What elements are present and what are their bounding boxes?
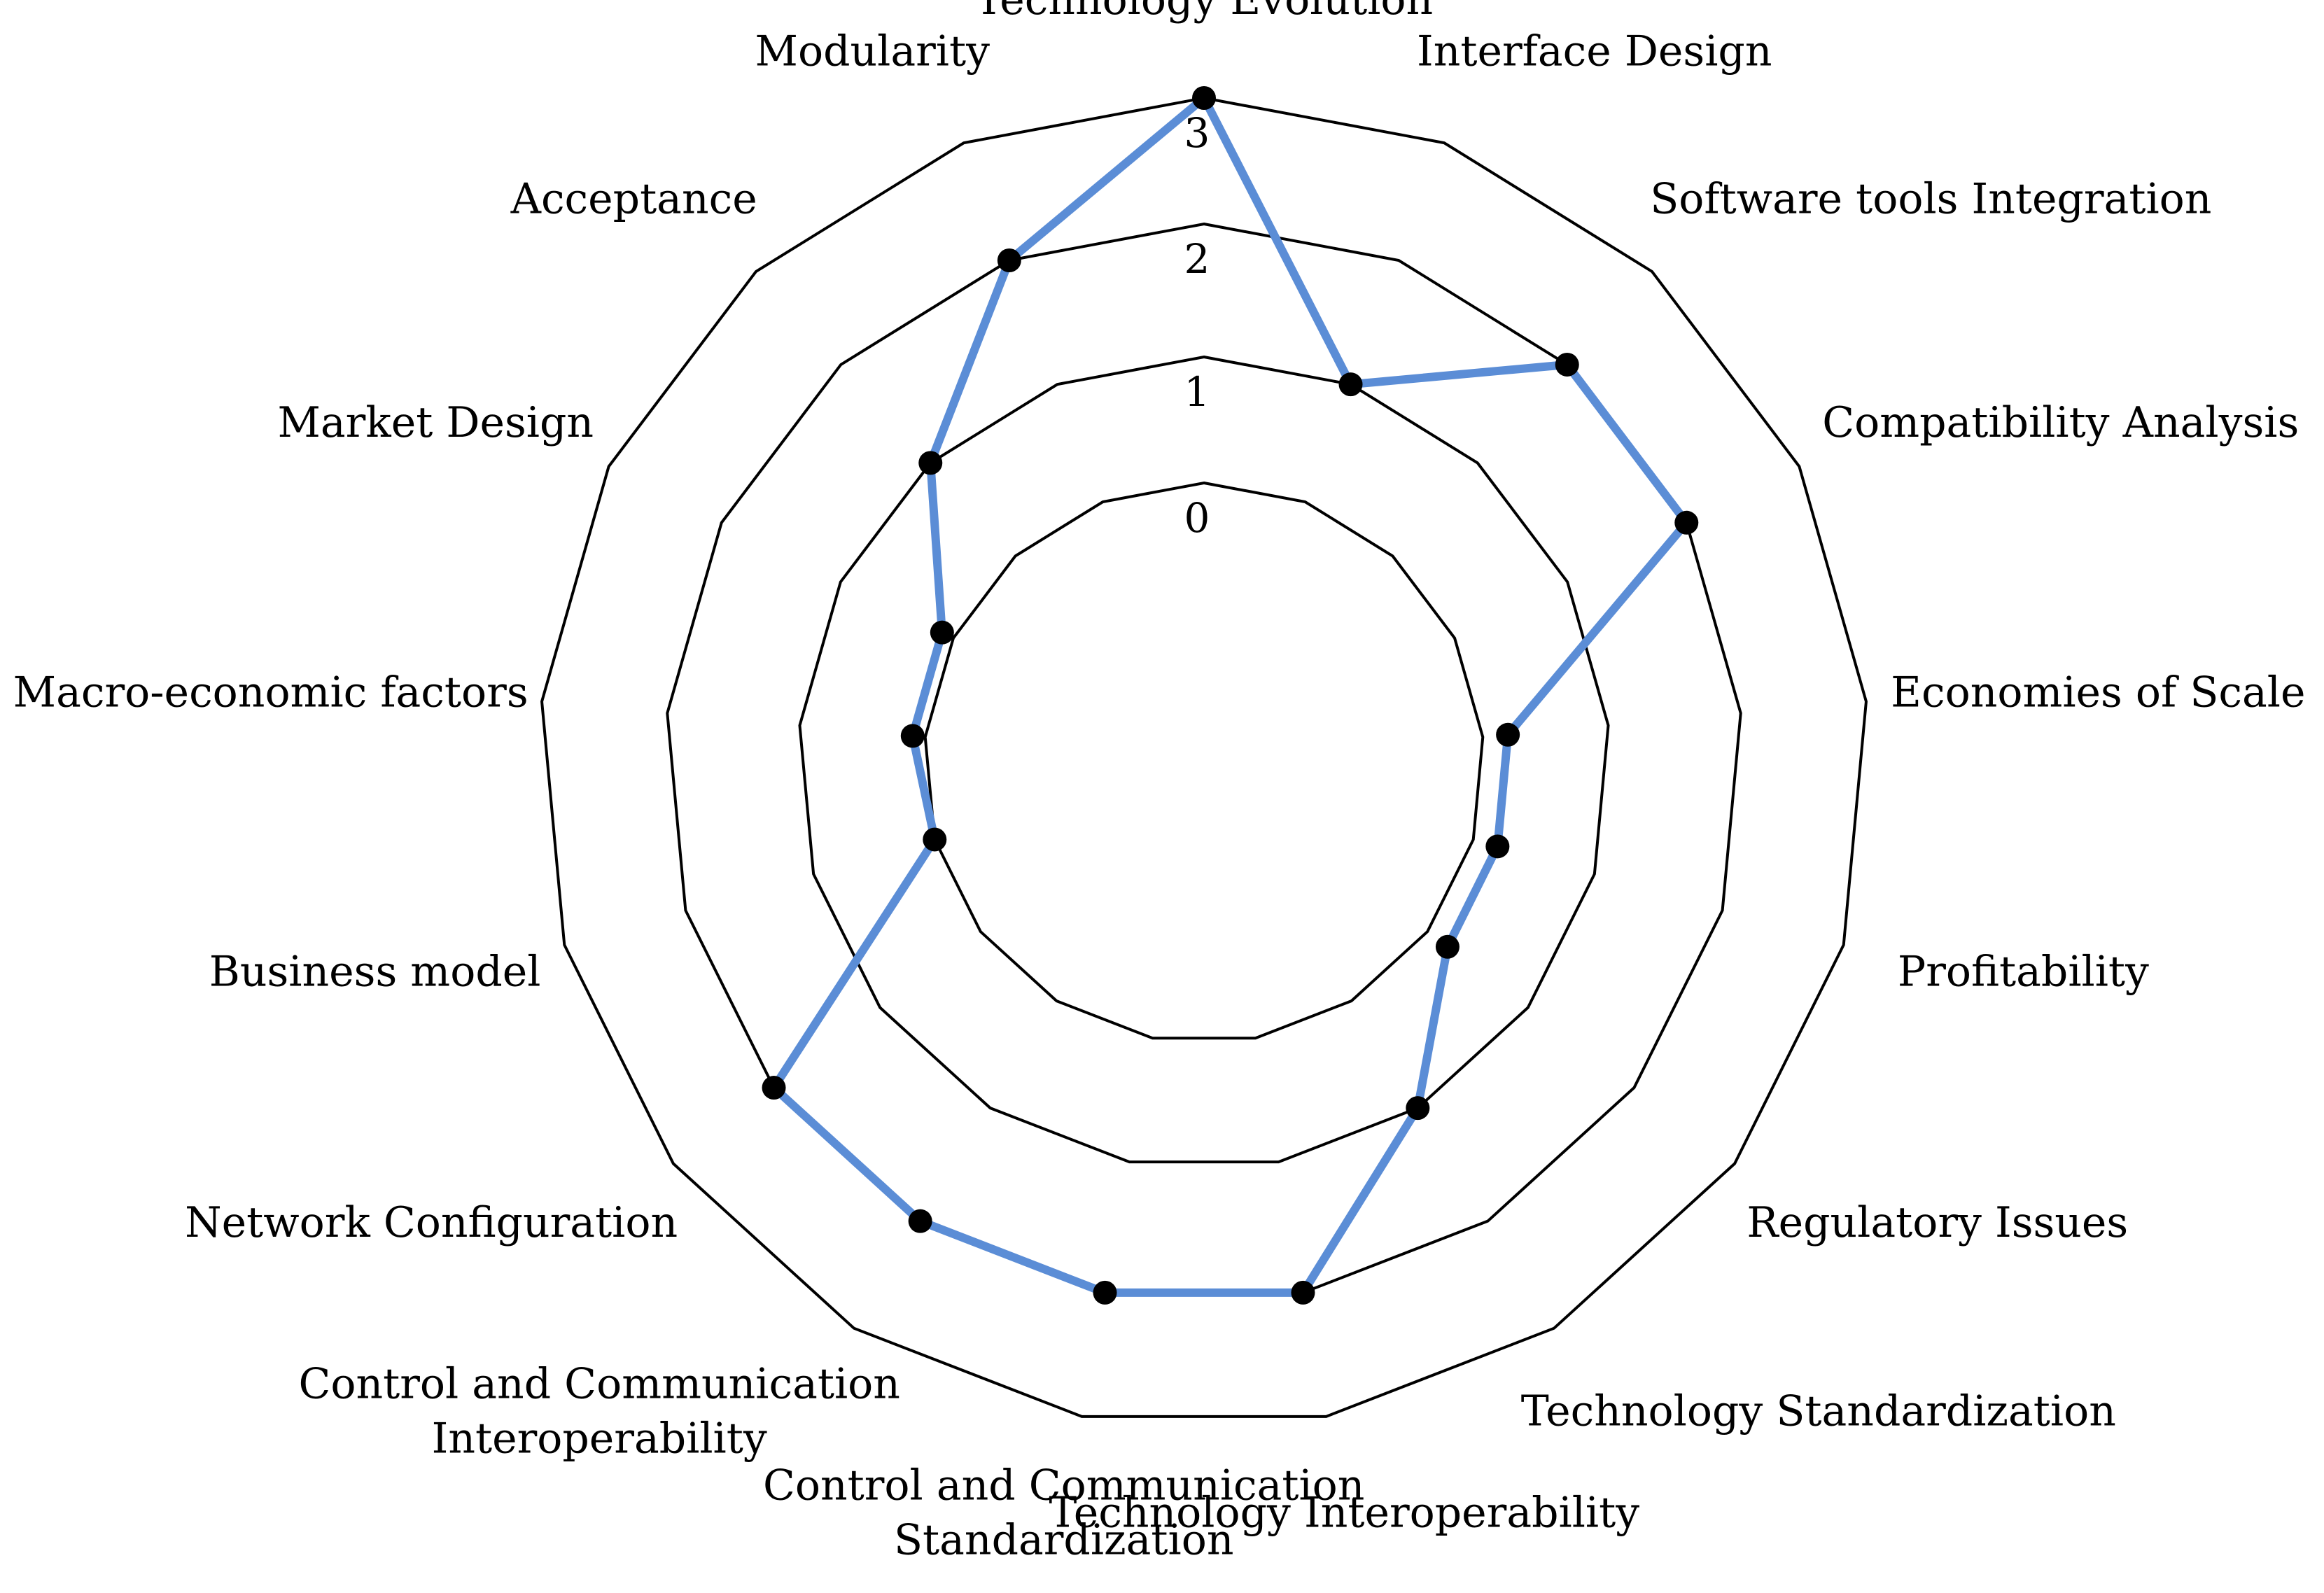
category-label-line: Interface Design — [1417, 27, 1772, 76]
category-label: Profitability — [1898, 947, 2149, 996]
category-label: Market Design — [277, 398, 594, 447]
data-point — [1485, 834, 1510, 859]
category-label: Network Configuration — [185, 1198, 678, 1247]
category-label-line: Profitability — [1898, 947, 2149, 996]
category-label-line: Standardization — [894, 1515, 1234, 1564]
category-label-line: Acceptance — [510, 174, 757, 223]
category-label-line: Business model — [209, 947, 541, 996]
category-label-line: Market Design — [277, 398, 594, 447]
category-label-line: Interoperability — [432, 1415, 767, 1464]
data-point — [918, 451, 943, 475]
category-label-line: Technology Interoperability — [1049, 1488, 1639, 1537]
category-label: Technology Evolution — [975, 0, 1433, 24]
category-label: Economies of Scale — [1891, 668, 2305, 717]
category-label-line: Macro-economic factors — [13, 668, 528, 717]
category-label: Business model — [209, 947, 541, 996]
tick-label-1: 1 — [1184, 368, 1210, 416]
grid-ring-1 — [798, 355, 1610, 1164]
category-label-line: Software tools Integration — [1650, 174, 2211, 223]
category-label: Acceptance — [510, 174, 757, 223]
category-label-line: Technology Evolution — [975, 0, 1433, 24]
data-point — [1192, 86, 1216, 110]
data-point — [1406, 1096, 1430, 1121]
category-label-line: Technology Standardization — [1521, 1387, 2116, 1436]
grid-ring-3 — [540, 96, 1868, 1418]
data-point — [1338, 372, 1363, 397]
data-point — [1291, 1280, 1315, 1305]
grid-ring-0 — [923, 481, 1485, 1040]
data-point — [900, 724, 925, 748]
category-label-line: Modularity — [755, 27, 990, 76]
tick-label-0: 0 — [1184, 494, 1210, 542]
category-label-line: Control and Communication — [298, 1360, 899, 1409]
category-label-line: Economies of Scale — [1891, 668, 2305, 717]
category-label-line: Compatibility Analysis — [1822, 398, 2299, 447]
data-point — [1674, 510, 1699, 535]
tick-label-2: 2 — [1184, 235, 1210, 283]
series-line — [768, 91, 1692, 1297]
category-label: Regulatory Issues — [1746, 1198, 2128, 1247]
tick-label-3: 3 — [1184, 109, 1210, 157]
data-point — [923, 827, 947, 852]
category-label-line: Network Configuration — [185, 1198, 678, 1247]
data-point — [997, 248, 1021, 272]
data-point — [1496, 722, 1520, 747]
category-label: Compatibility Analysis — [1822, 398, 2299, 447]
data-point — [1555, 352, 1579, 377]
category-label: Software tools Integration — [1650, 174, 2211, 223]
category-label-line: Regulatory Issues — [1746, 1198, 2128, 1247]
category-label: Technology Standardization — [1521, 1387, 2116, 1436]
data-point — [908, 1209, 932, 1233]
category-label-line: Control and Communication — [763, 1461, 1364, 1510]
category-label: Modularity — [755, 27, 990, 76]
category-label: Macro-economic factors — [13, 668, 528, 717]
data-point — [762, 1076, 786, 1100]
category-label: Technology Interoperability — [1049, 1488, 1639, 1537]
data-point — [1435, 934, 1460, 959]
category-label: Interface Design — [1417, 27, 1772, 76]
data-point — [930, 620, 954, 645]
data-point — [1093, 1280, 1117, 1305]
